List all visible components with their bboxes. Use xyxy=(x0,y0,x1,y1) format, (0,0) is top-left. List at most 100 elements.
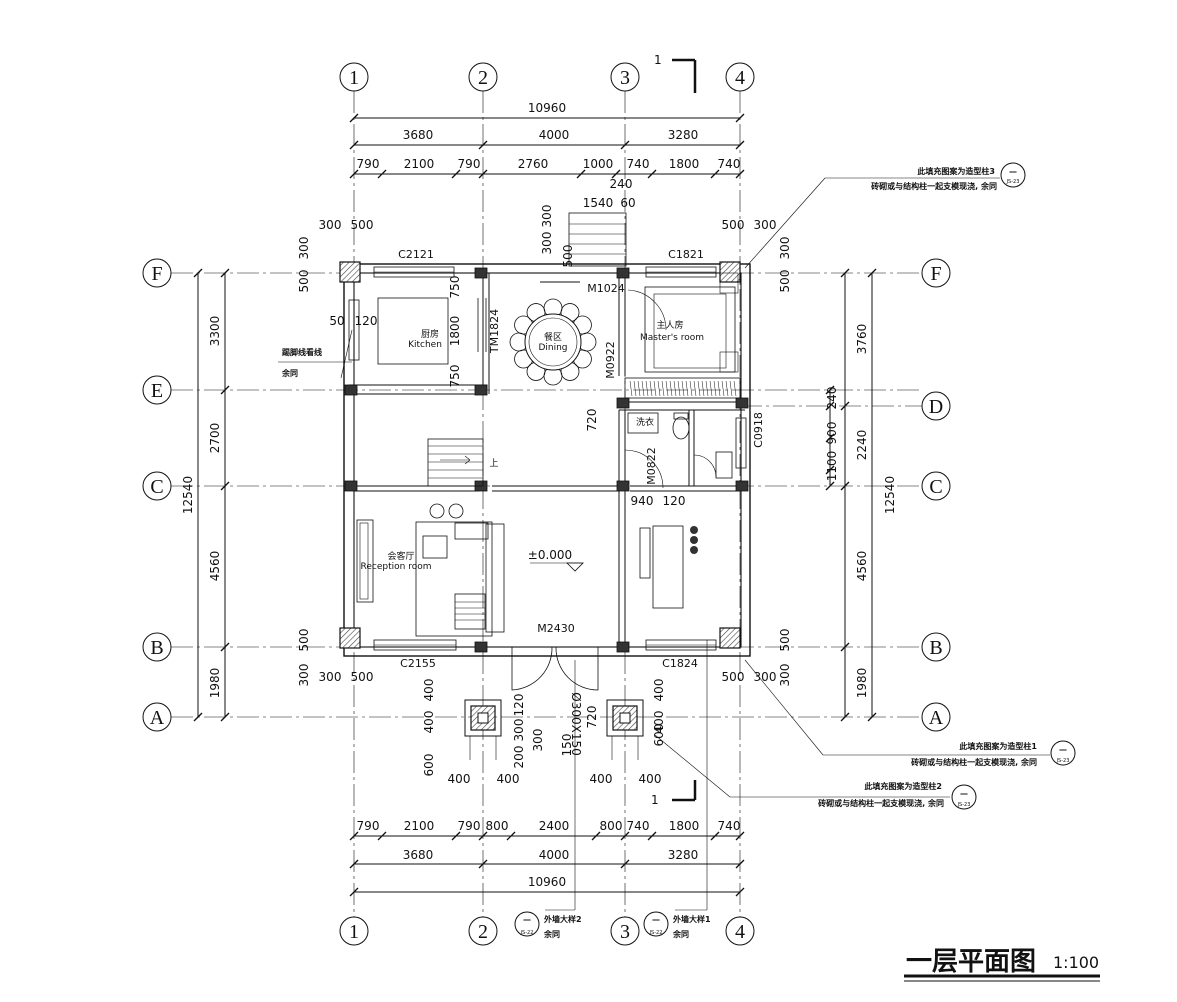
door-code-m0822: M0822 xyxy=(645,447,658,485)
misc-dim: 300 xyxy=(540,205,554,228)
door-code-m2430: M2430 xyxy=(537,622,575,635)
bottom-detail-dim: 800 xyxy=(600,819,623,833)
misc-dim: 300 xyxy=(778,237,792,260)
bottom-seg-dim: 3680 xyxy=(403,848,434,862)
misc-dim: 600 xyxy=(652,724,666,747)
misc-dim: 240 xyxy=(825,387,839,410)
svg-text:—: — xyxy=(652,915,660,924)
detail-ref-bubble: —JS-22 xyxy=(643,911,669,937)
axis-bubble-4-bottom: 4 xyxy=(725,916,755,946)
drawing-title: 一层平面图 xyxy=(906,947,1036,977)
note-col2-line1: 此填充图案为造型柱2 xyxy=(864,781,942,791)
axis-bubble-1-bottom: 1 xyxy=(339,916,369,946)
room-labels: 厨房 Kitchen 餐区 Dining 主人房 Master's room 洗… xyxy=(361,319,705,572)
top-detail-dim: 2100 xyxy=(404,157,435,171)
misc-dim: 500 xyxy=(297,629,311,652)
misc-dim: 120 xyxy=(663,494,686,508)
misc-dim: 400 xyxy=(652,711,666,734)
bottom-detail-dim: 790 xyxy=(357,819,380,833)
drawing-scale: 1:100 xyxy=(1053,953,1099,972)
svg-text:1: 1 xyxy=(651,793,659,807)
note-col1-line2: 砖砌或与结构柱一起支模现浇, 余同 xyxy=(911,757,1037,767)
column-size-dim: Ø300X150 xyxy=(569,692,583,755)
misc-dim: 400 xyxy=(590,772,613,786)
svg-text:C: C xyxy=(929,476,942,498)
misc-dim: 750 xyxy=(448,276,462,299)
axis-bubble-F-right: F xyxy=(921,258,951,288)
misc-dim: 300 xyxy=(531,729,545,752)
misc-dim: 500 xyxy=(351,670,374,684)
misc-dim: 500 xyxy=(778,629,792,652)
bottom-detail-dim: 2400 xyxy=(539,819,570,833)
bottom-detail-dim: 740 xyxy=(718,819,741,833)
misc-dim: 150 xyxy=(560,734,574,757)
axis-bubble-B-left: B xyxy=(142,632,172,662)
svg-text:B: B xyxy=(150,637,163,659)
misc-dim: 500 xyxy=(722,218,745,232)
section-mark-bottom: 1 xyxy=(651,793,659,807)
top-detail-dim: 2760 xyxy=(518,157,549,171)
svg-text:F: F xyxy=(151,263,162,285)
detail-ref-bubble: —JS-22 xyxy=(514,911,540,937)
axis-bubble-3-top: 3 xyxy=(610,62,640,92)
misc-dim: 120 xyxy=(512,694,526,717)
axis-bubble-D-right: D xyxy=(921,391,951,421)
svg-text:1: 1 xyxy=(349,921,359,943)
axis-bubble-4-top: 4 xyxy=(725,62,755,92)
note-skirting-same: 余同 xyxy=(281,368,298,378)
right-overall-dim: 12540 xyxy=(883,476,897,514)
right-seg-dim: 1980 xyxy=(855,668,869,699)
svg-text:3: 3 xyxy=(620,921,630,943)
detail-ref-bubble: — JS-23 xyxy=(1050,740,1076,766)
bottom-dimensions: 790 2100 790 800 2400 800 740 1800 740 3… xyxy=(357,819,741,889)
axis-bubble-C-left: C xyxy=(142,471,172,501)
misc-dim: 940 xyxy=(631,494,654,508)
misc-dim: 400 xyxy=(422,679,436,702)
svg-text:4: 4 xyxy=(735,921,745,943)
bottom-detail-dim: 790 xyxy=(458,819,481,833)
notes: 此填充图案为造型柱3 砖砌或与结构柱一起支模现浇, 余同 —JS-23 此填充图… xyxy=(281,162,1076,939)
misc-dim: 750 xyxy=(448,365,462,388)
left-seg-dim: 2700 xyxy=(208,423,222,454)
misc-dim: 400 xyxy=(652,679,666,702)
axis-bubble-2-bottom: 2 xyxy=(468,916,498,946)
misc-dim: 400 xyxy=(422,711,436,734)
detail-ref-bubble: —JS-23 xyxy=(1000,162,1026,188)
misc-dim: 500 xyxy=(778,270,792,293)
svg-text:2: 2 xyxy=(478,67,488,89)
svg-text:3: 3 xyxy=(620,67,630,89)
misc-dim: 1540 xyxy=(583,196,614,210)
misc-dim: 300 xyxy=(540,232,554,255)
svg-text:—: — xyxy=(1059,745,1067,754)
misc-dim: 600 xyxy=(422,754,436,777)
top-detail-dim: 790 xyxy=(458,157,481,171)
bottom-overall-dim: 10960 xyxy=(528,875,566,889)
svg-text:JS-23: JS-23 xyxy=(1056,758,1070,764)
top-detail-dim: 790 xyxy=(357,157,380,171)
axis-bubble-E-left: E xyxy=(142,375,172,405)
misc-dim: 300 xyxy=(297,664,311,687)
axis-bubble-B-right: B xyxy=(921,632,951,662)
bottom-seg-dim: 3280 xyxy=(668,848,699,862)
svg-text:A: A xyxy=(150,707,165,729)
misc-dim: 500 xyxy=(351,218,374,232)
drawing-title-block: 一层平面图 1:100 xyxy=(906,947,1099,977)
top-detail-dim: 740 xyxy=(627,157,650,171)
door-code-m0922: M0922 xyxy=(604,341,617,379)
misc-dim: 1800 xyxy=(448,316,462,347)
top-detail-dim: 1800 xyxy=(669,157,700,171)
axis-bubble-3-bottom: 3 xyxy=(610,916,640,946)
misc-dim: 50 xyxy=(329,314,344,328)
room-label-reception-en: Reception room xyxy=(361,562,432,572)
misc-dim: 400 xyxy=(497,772,520,786)
bottom-seg-dim: 4000 xyxy=(539,848,570,862)
window-code-c1824: C1824 xyxy=(662,657,698,670)
misc-dim: 240 xyxy=(610,177,633,191)
window-code-c2155: C2155 xyxy=(400,657,436,670)
opening-codes: C2121 C1821 C2155 C1824 C0918 M1024 TM18… xyxy=(398,248,765,670)
right-seg-dim: 2240 xyxy=(855,430,869,461)
misc-dim: 1100 xyxy=(825,451,839,482)
svg-text:1: 1 xyxy=(349,67,359,89)
misc-dim: 300 xyxy=(319,670,342,684)
